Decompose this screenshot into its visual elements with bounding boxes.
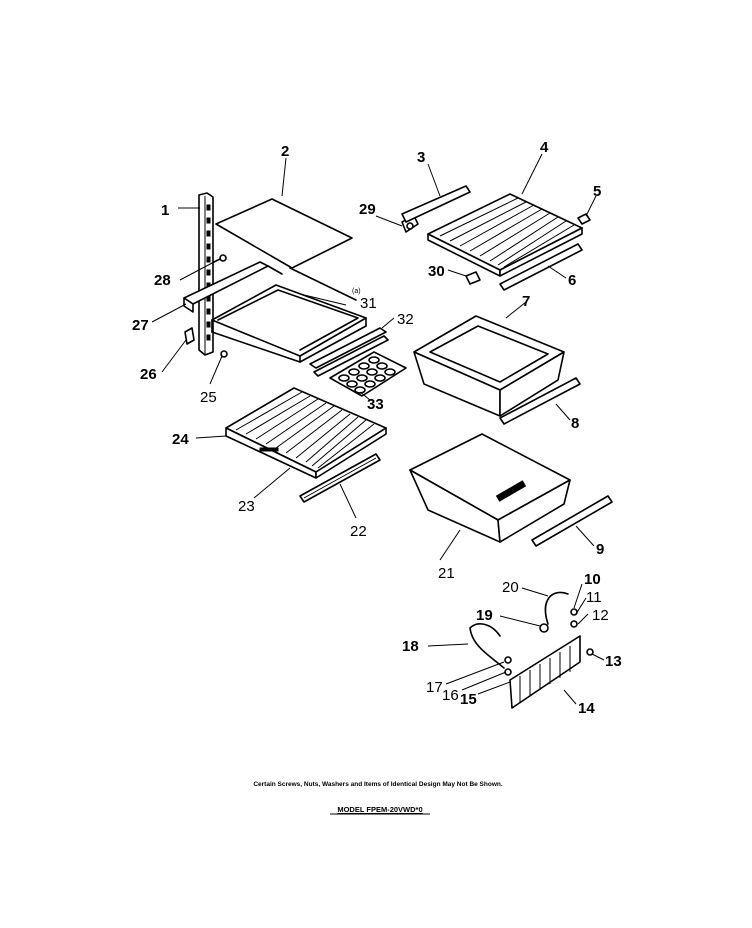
label-10: 10 [584,571,601,588]
model-number: MODEL FPEM-20VWD*0 [337,805,422,814]
part-25-screw [220,350,228,358]
label-9: 9 [596,541,604,558]
part-6-trim [499,243,583,291]
label-6: 6 [568,272,576,289]
label-8: 8 [571,415,579,432]
label-1: 1 [161,202,169,219]
leader-lines [151,153,605,705]
label-20: 20 [502,579,519,596]
label-23: 23 [238,498,255,515]
label-17: 17 [426,679,443,696]
part-32-trim [309,327,389,377]
footer-note: Certain Screws, Nuts, Washers and Items … [253,781,503,788]
part-9-trim [531,495,613,547]
part-27-shelf-frame [183,261,367,363]
label-31: 31 [360,295,377,312]
part-2-glass-shelf [215,198,353,269]
label-12: 12 [592,607,609,624]
label-32: 32 [397,311,414,328]
label-14: 14 [578,700,595,717]
label-22: 22 [350,523,367,540]
part-22-trim [299,453,381,503]
label-19: 19 [476,607,493,624]
label-25: 25 [200,389,217,406]
label-33: 33 [367,396,384,413]
part-1-shelf-ladder [198,192,214,356]
part-30-support [465,271,481,285]
label-13: 13 [605,653,622,670]
part-23-wire-shelf [225,387,387,479]
label-7: 7 [522,293,530,310]
label-18: 18 [402,638,419,655]
label-11: 11 [586,589,602,606]
label-15: 15 [460,691,477,708]
label-5: 5 [593,183,601,200]
label-28: 28 [154,272,171,289]
label-2: 2 [281,143,289,160]
label-21: 21 [438,565,455,582]
part-26-clip [184,327,195,345]
part-3-trim [401,185,471,223]
label-24: 24 [172,431,189,448]
part-5-screw [577,213,591,225]
label-3: 3 [417,149,425,166]
part-33-egg-tray [329,351,407,397]
part-8-trim [499,377,581,425]
label-16: 16 [442,687,459,704]
label-26: 26 [140,366,157,383]
label-29: 29 [359,201,376,218]
label-31-note: (a) [352,288,361,295]
part-4-wire-shelf [427,193,583,277]
label-30: 30 [428,263,445,280]
part-21-crisper-drawer [409,433,571,543]
part-7-crisper-drawer [413,315,565,417]
part-14-cover-assembly [469,591,594,709]
part-28-screw [213,254,227,263]
label-27: 27 [132,317,149,334]
label-4: 4 [540,139,549,156]
